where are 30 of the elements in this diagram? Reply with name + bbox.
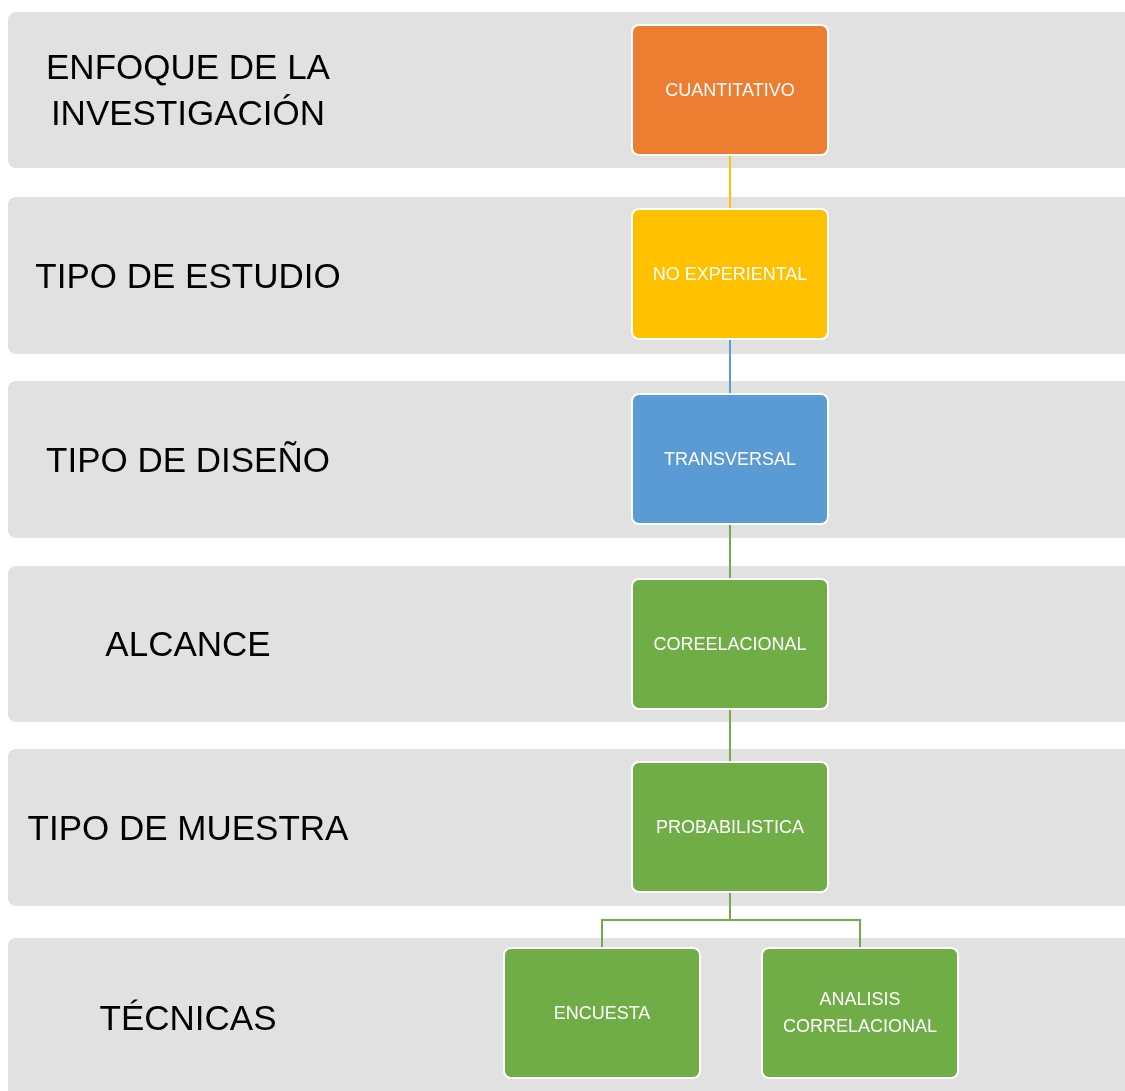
connector-line <box>729 339 731 394</box>
connector-line <box>729 155 731 209</box>
row-heading: TIPO DE MUESTRA <box>27 806 349 849</box>
row-heading: TIPO DE ESTUDIO <box>35 254 341 297</box>
row-band <box>8 197 1125 354</box>
box-label: TRANSVERSAL <box>663 447 796 471</box>
process-box <box>503 947 701 1079</box>
row-band <box>8 749 1125 906</box>
process-box <box>631 761 829 893</box>
row-heading: ALCANCE <box>105 623 271 665</box>
box-label: PROBABILISTICA <box>655 815 804 839</box>
box-label: COREELACIONAL <box>653 632 807 656</box>
row-heading: TIPO DE DISEÑO <box>46 438 330 481</box>
row-band <box>8 12 1125 168</box>
row-band <box>8 938 1125 1091</box>
row-heading: TÉCNICAS <box>99 997 277 1039</box>
box-label: NO EXPERIENTAL <box>652 262 808 286</box>
process-box <box>761 947 959 1079</box>
process-box <box>631 208 829 340</box>
box-label: ENCUESTA <box>553 1001 651 1025</box>
row-band <box>8 381 1125 538</box>
process-box <box>631 393 829 525</box>
process-box <box>631 24 829 156</box>
connector-line <box>729 709 731 762</box>
box-label: CUANTITATIVO <box>665 78 795 102</box>
connector-line <box>729 524 731 579</box>
row-band <box>8 566 1125 722</box>
process-box <box>631 578 829 710</box>
row-heading: ENFOQUE DE LA INVESTIGACIÓN <box>45 46 331 134</box>
box-label: ANALISIS CORRELACIONAL <box>781 988 938 1038</box>
